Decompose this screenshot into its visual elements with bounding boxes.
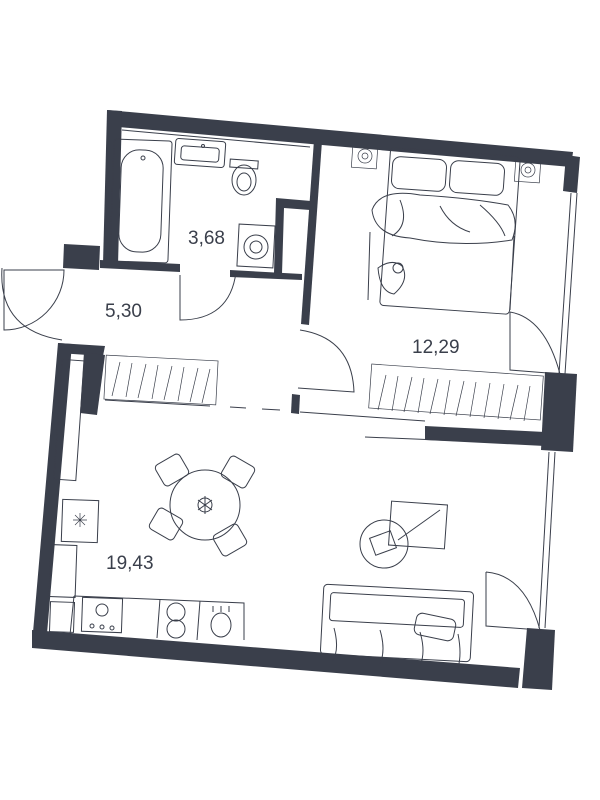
wall-bedroom-bottom (425, 426, 545, 446)
wall-pillar-top-right (563, 155, 580, 193)
bathroom-area-label: 3,68 (188, 228, 225, 249)
windows (538, 192, 578, 629)
walls (32, 110, 580, 690)
wardrobe-icon (368, 363, 544, 422)
wall-bath-bedroom (301, 140, 322, 325)
entrance-door (3, 269, 65, 331)
wall-hall-top-left (63, 244, 100, 270)
tv-unit-icon (387, 500, 449, 550)
bathroom-door (179, 271, 237, 321)
inner-lines (48, 129, 488, 641)
hallway-area-label: 5,30 (105, 301, 142, 322)
toilet-icon (229, 158, 259, 196)
living-balcony-door (485, 571, 541, 631)
double-bed-icon (367, 147, 521, 315)
wall-wash-nook-bottom (230, 270, 302, 280)
nightstand-lamp-left-icon (350, 146, 379, 170)
round-dining-table-icon (148, 453, 256, 557)
doors (1, 267, 561, 631)
sink-icon (173, 137, 227, 169)
faucet-icon (210, 606, 232, 638)
bedroom-area-label: 12,29 (412, 337, 460, 358)
wall-pillar-bottom-right (522, 628, 555, 690)
wall-stub-door (291, 394, 300, 414)
wall-bottom (32, 630, 520, 688)
bedroom-door (297, 329, 355, 393)
washing-machine-icon (236, 223, 276, 269)
wall-pillar-middle-right (541, 372, 577, 452)
nightstand-lamp-right-icon (513, 160, 542, 184)
bathtub-icon (109, 138, 173, 264)
hallway-wardrobe-icon (103, 354, 219, 406)
wall-wash-nook (274, 198, 311, 274)
bedroom-balcony-door (509, 311, 561, 375)
kitchen-sink-icon (166, 602, 186, 639)
ventilation-icon (73, 513, 87, 527)
sofa-icon (319, 583, 475, 669)
coffee-table-icon (359, 519, 409, 569)
living-area-label: 19,43 (106, 553, 154, 574)
wall-left (32, 343, 72, 645)
stove-icon (80, 596, 124, 634)
wall-left-column (80, 352, 105, 415)
